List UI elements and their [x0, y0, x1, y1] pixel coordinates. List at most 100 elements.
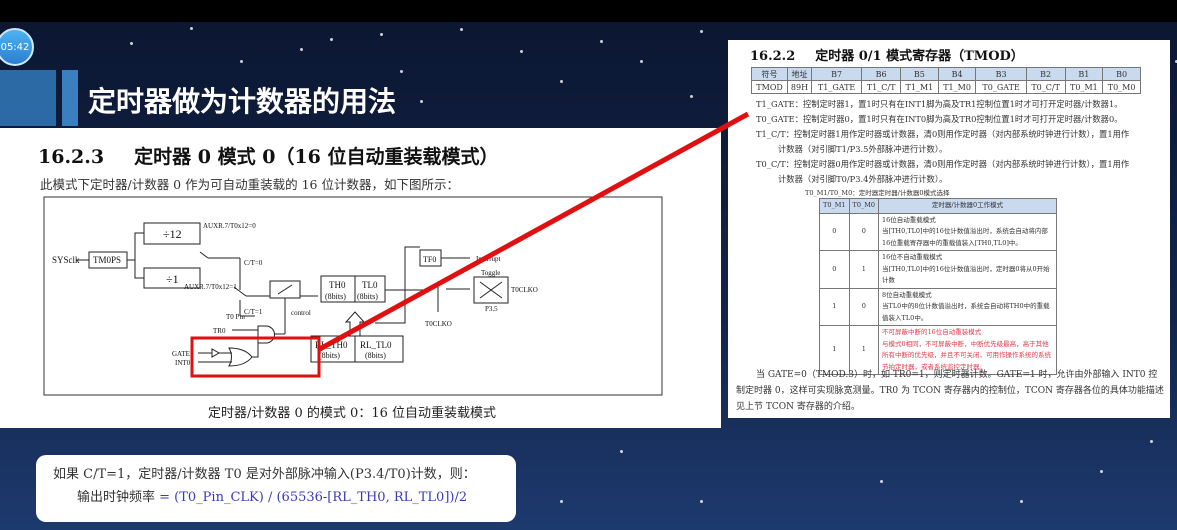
cell: 89H — [787, 80, 812, 94]
cell: 不可屏蔽中断的16位自动重装模式与模式0相同，不可屏蔽中断，中断优先级最高，高于… — [878, 325, 1057, 375]
star — [560, 80, 563, 83]
star — [1100, 470, 1103, 473]
timestamp-badge: 05:42 — [0, 28, 34, 66]
header-cell: B0 — [1102, 67, 1141, 81]
tmod-heading: 16.2.2 定时器 0/1 模式寄存器（TMOD） — [750, 45, 1044, 64]
top-bar — [0, 0, 1177, 22]
cell: 1 — [848, 250, 880, 289]
star — [1150, 440, 1153, 443]
cell: 0 — [819, 212, 850, 251]
section-number: 16.2.2 — [750, 49, 796, 64]
cell: 0 — [848, 212, 880, 251]
mode-detail: 当[TH0,TL0]中的16位计数值溢出时，系统会自动将内部16位重载寄存器中的… — [882, 227, 1048, 247]
mode-detail: 当[TH0,TL0]中的16位计数值溢出时，定时器0将从0开始计数 — [882, 264, 1050, 285]
header-cell: 地址 — [787, 67, 812, 81]
star — [620, 450, 623, 453]
star — [880, 480, 883, 483]
heading-text: 定时器 0 模式 0（16 位自动重装载模式） — [134, 146, 499, 168]
star — [460, 28, 463, 31]
mode-name: 16位自动重载模式 — [882, 215, 936, 224]
header-cell: T0_M1 — [819, 198, 850, 214]
formula-line: 输出时钟频率 = (T0_Pin_CLK) / (65536-[RL_TH0, … — [53, 486, 516, 509]
title-block-icon — [0, 70, 56, 126]
desc-t1-ct: T1_C/T：控制定时器1用作定时器或计数器，清0则用作定时器（对内部系统时钟进… — [756, 129, 1130, 139]
mode-name: 不可屏蔽中断的16位自动重装模式 — [882, 328, 982, 336]
star — [600, 40, 603, 43]
bit-descriptions: T1_GATE：控制定时器1，置1时只有在INT1脚为高及TR1控制位置1时才可… — [756, 97, 1161, 187]
cell: T0_M0 — [1102, 80, 1141, 94]
cell: T0_GATE — [975, 80, 1027, 94]
mode-detail: 当TL0中的8位计数值溢出时，系统会自动将TH0中的重载值装入TL0中。 — [882, 302, 1050, 322]
header-cell: 符号 — [750, 67, 789, 81]
star — [700, 30, 703, 33]
star — [520, 50, 523, 53]
mode-table-title: T0_M1/T0_M0：定时器定时器/计数器0模式选择 — [805, 189, 950, 197]
heading-text: 定时器 0/1 模式寄存器（TMOD） — [815, 49, 1024, 64]
cell: 1 — [819, 287, 850, 326]
gate-footer-text: 当 GATE=0（TMOD.3）时，如 TR0=1，则定时器计数。GATE=1 … — [736, 370, 1164, 412]
desc-t1-gate: T1_GATE：控制定时器1，置1时只有在INT1脚为高及TR1控制位置1时才可… — [756, 99, 1123, 109]
desc-t1-ct-cont: 计数器（对引脚T1/P3.5外部脉冲进行计数）。 — [778, 144, 948, 154]
star — [1175, 60, 1177, 63]
title-bar-icon — [62, 70, 78, 126]
section-number: 16.2.3 — [38, 146, 105, 168]
header-cell: B4 — [937, 67, 977, 81]
cell: T1_M0 — [937, 80, 977, 94]
desc-t0-ct-cont: 计数器（对引脚T0/P3.4外部脉冲进行计数）。 — [778, 174, 948, 184]
star — [420, 100, 423, 103]
star — [130, 42, 133, 45]
mode-name: 8位自动重载模式 — [882, 290, 932, 299]
formula-note: 如果 C/T=1，定时器/计数器 T0 是对外部脉冲输入(P3.4/T0)计数，… — [36, 455, 516, 522]
header-cell: B6 — [861, 67, 902, 81]
section-heading: 16.2.3 定时器 0 模式 0（16 位自动重装载模式） — [38, 142, 498, 169]
formula-label: 输出时钟频率 — [77, 490, 156, 505]
slide-title: 定时器做为计数器的用法 — [88, 85, 397, 118]
mode-detail: 与模式0相同，不可屏蔽中断，中断优先级最高，高于其他所有中断的优先级，并且不可关… — [882, 339, 1052, 371]
star — [560, 500, 563, 503]
star — [700, 500, 703, 503]
star — [240, 60, 243, 63]
header-cell: T0_M0 — [848, 198, 880, 214]
note-line: 如果 C/T=1，定时器/计数器 T0 是对外部脉冲输入(P3.4/T0)计数，… — [53, 467, 476, 482]
header-cell: B5 — [900, 67, 939, 81]
header-cell: 定时器/计数器0工作模式 — [878, 198, 1057, 214]
star — [190, 27, 193, 30]
header-cell: B1 — [1064, 67, 1104, 81]
mode0-document: 16.2.3 定时器 0 模式 0（16 位自动重装载模式） 此模式下定时器/计数… — [0, 128, 721, 428]
cell: T0_C/T — [1025, 80, 1066, 94]
timestamp: 05:42 — [0, 41, 30, 53]
star — [300, 48, 303, 51]
star — [640, 60, 643, 63]
star — [400, 70, 403, 73]
cell: T1_C/T — [861, 80, 902, 94]
cell: T1_M1 — [900, 80, 939, 94]
header-cell: B3 — [975, 67, 1027, 81]
star — [330, 38, 333, 41]
cell: T0_M1 — [1064, 80, 1104, 94]
star — [380, 33, 383, 36]
intro-text: 此模式下定时器/计数器 0 作为可自动重装载的 16 位计数器，如下图所示： — [40, 177, 459, 192]
cell: 1 — [819, 325, 850, 375]
diagram-caption: 定时器/计数器 0 的模式 0：16 位自动重装载模式 — [208, 406, 496, 421]
desc-t0-gate: T0_GATE：控制定时器0，置1时只有在INT0脚为高及TR0控制位置1时才可… — [756, 114, 1123, 124]
cell: TMOD — [750, 80, 789, 94]
mode-name: 16位不自动重载模式 — [882, 253, 943, 261]
cell: 16位自动重载模式当[TH0,TL0]中的16位计数值溢出时，系统会自动将内部1… — [878, 212, 1057, 251]
star — [1020, 500, 1023, 503]
cell: T1_GATE — [810, 80, 863, 94]
cell: 8位自动重载模式当TL0中的8位计数值溢出时，系统会自动将TH0中的重载值装入T… — [878, 287, 1057, 326]
cell: 16位不自动重载模式当[TH0,TL0]中的16位计数值溢出时，定时器0将从0开… — [878, 250, 1057, 289]
cell: 0 — [819, 250, 850, 289]
desc-t0-ct: T0_C/T：控制定时器0用作定时器或计数器，清0则用作定时器（对内部系统时钟进… — [756, 159, 1130, 169]
star — [690, 95, 693, 98]
formula: = (T0_Pin_CLK) / (65536-[RL_TH0, RL_TL0]… — [155, 490, 468, 505]
